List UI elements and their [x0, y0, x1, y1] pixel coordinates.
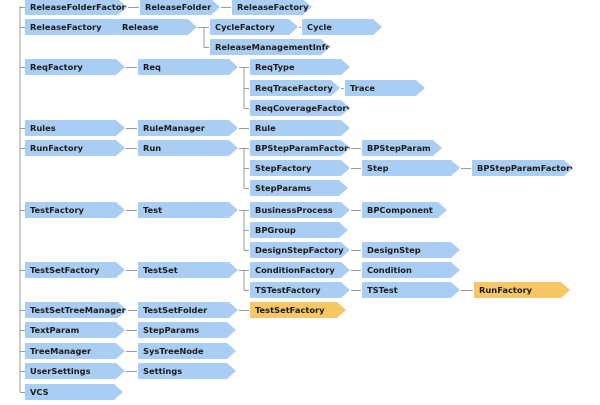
- node-systreenode[interactable]: SysTreeNode: [138, 343, 236, 359]
- node-bpstepparam[interactable]: BPStepParam: [362, 140, 442, 156]
- node-settings[interactable]: Settings: [138, 363, 236, 379]
- node-bpstepparamfactory[interactable]: BPStepParamFactory: [250, 140, 350, 156]
- node-designstep[interactable]: DesignStep: [362, 242, 460, 258]
- node-reqtracefactory[interactable]: ReqTraceFactory: [250, 80, 340, 96]
- node-conditionfactory[interactable]: ConditionFactory: [250, 262, 350, 278]
- node-step[interactable]: Step: [362, 160, 460, 176]
- node-tstestfactory[interactable]: TSTestFactory: [250, 282, 350, 298]
- node-textparam[interactable]: TextParam: [25, 322, 125, 338]
- node-testsetfolder[interactable]: TestSetFolder: [138, 302, 238, 318]
- node-releasefactory[interactable]: ReleaseFactory: [25, 19, 125, 35]
- node-release[interactable]: Release: [117, 19, 197, 35]
- node-req[interactable]: Req: [138, 59, 238, 75]
- node-tstest[interactable]: TSTest: [362, 282, 460, 298]
- node-vcs[interactable]: VCS: [25, 384, 123, 400]
- node-trace[interactable]: Trace: [345, 80, 425, 96]
- node-stepparams[interactable]: StepParams: [250, 180, 348, 196]
- node-run[interactable]: Run: [138, 140, 238, 156]
- node-testfactory[interactable]: TestFactory: [25, 202, 125, 218]
- node-releasemanagementinfo[interactable]: ReleaseManagementInfo: [210, 39, 330, 55]
- node-bpcomponent[interactable]: BPComponent: [362, 202, 447, 218]
- node-treemanager[interactable]: TreeManager: [25, 343, 125, 359]
- node-bpgroup[interactable]: BPGroup: [250, 222, 348, 238]
- node-usersettings[interactable]: UserSettings: [25, 363, 125, 379]
- node-releasefactory[interactable]: ReleaseFactory: [232, 0, 312, 15]
- node-reqcoveragefactory[interactable]: ReqCoverageFactory: [250, 100, 350, 116]
- node-businessprocess[interactable]: BusinessProcess: [250, 202, 350, 218]
- node-stepparams[interactable]: StepParams: [138, 322, 236, 338]
- node-testsettreemanager[interactable]: TestSetTreeManager: [25, 302, 127, 318]
- node-rules[interactable]: Rules: [25, 120, 125, 136]
- node-bpstepparamfactory[interactable]: BPStepParamFactory: [472, 160, 573, 176]
- node-runfactory-highlighted[interactable]: RunFactory: [474, 282, 570, 298]
- node-test[interactable]: Test: [138, 202, 238, 218]
- connector-lines: [20, 7, 473, 393]
- node-runfactory[interactable]: RunFactory: [25, 140, 125, 156]
- node-cyclefactory[interactable]: CycleFactory: [210, 19, 298, 35]
- node-rule[interactable]: Rule: [250, 120, 350, 136]
- node-testsetfactory[interactable]: TestSetFactory: [25, 262, 125, 278]
- node-condition[interactable]: Condition: [362, 262, 460, 278]
- node-rulemanager[interactable]: RuleManager: [138, 120, 238, 136]
- node-testsetfactory-highlighted[interactable]: TestSetFactory: [250, 302, 346, 318]
- node-reqtype[interactable]: ReqType: [250, 59, 350, 75]
- node-releasefolder[interactable]: ReleaseFolder: [140, 0, 220, 15]
- node-reqfactory[interactable]: ReqFactory: [25, 59, 125, 75]
- node-releasefolderfactory[interactable]: ReleaseFolderFactory: [25, 0, 127, 15]
- node-cycle[interactable]: Cycle: [302, 19, 382, 35]
- node-testset[interactable]: TestSet: [138, 262, 238, 278]
- node-stepfactory[interactable]: StepFactory: [250, 160, 350, 176]
- node-designstepfactory[interactable]: DesignStepFactory: [250, 242, 350, 258]
